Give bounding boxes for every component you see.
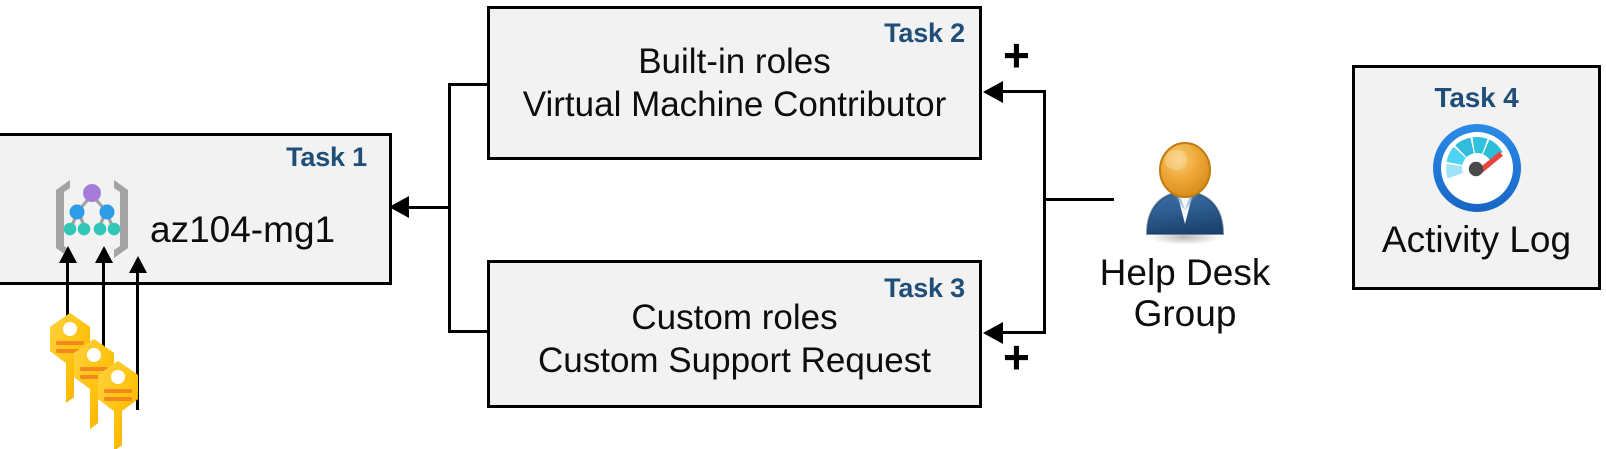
right-bracket-top-line (1003, 90, 1046, 93)
key-arrow-head-2 (95, 246, 113, 263)
right-bracket-spine (1043, 90, 1046, 334)
key-arrow-line-2 (102, 262, 105, 390)
task-2-box[interactable]: Task 2 Built-in roles Virtual Machine Co… (487, 6, 982, 160)
key-arrow-head-3 (129, 256, 147, 273)
task-1-label: az104-mg1 (150, 209, 336, 250)
key-arrow-head-1 (59, 246, 77, 263)
help-desk-line-1: Help Desk (1099, 252, 1271, 293)
task-4-tag: Task 4 (1434, 82, 1519, 113)
task-1-tag: Task 1 (286, 142, 367, 172)
help-desk-group[interactable]: Help Desk Group (1085, 138, 1285, 335)
management-group-icon (56, 180, 128, 258)
plus-sign-top: + (1003, 29, 1030, 81)
task-2-line-2: Virtual Machine Contributor (522, 85, 947, 124)
task-2-line-1: Built-in roles (638, 42, 831, 81)
keys-icon (50, 313, 138, 449)
task-3-line-1: Custom roles (631, 298, 838, 337)
help-desk-group-label: Help Desk Group (1085, 252, 1285, 335)
right-bracket-arrow-head-top (983, 81, 1003, 103)
plus-sign-bottom: + (1003, 331, 1030, 383)
key-arrow-line-3 (136, 272, 139, 410)
task-3-box[interactable]: Task 3 Custom roles Custom Support Reque… (487, 260, 982, 408)
gauge-icon (1432, 124, 1521, 212)
help-desk-line-2: Group (1133, 293, 1237, 335)
left-bracket-arrow-head (389, 196, 409, 218)
gauge-icon-wrap (1429, 120, 1525, 216)
left-bracket-arrow-line (407, 206, 451, 209)
task-2-tag: Task 2 (884, 18, 965, 48)
helpdesk-connector-line (1043, 198, 1114, 201)
task-4-label: Activity Log (1381, 219, 1572, 260)
task-3-tag: Task 3 (884, 273, 965, 303)
right-bracket-arrow-head-bottom (983, 322, 1003, 344)
task-4-box[interactable]: Task 4 (1352, 65, 1601, 290)
left-bracket-top-stub (448, 83, 490, 86)
right-bracket-bottom-line (1003, 331, 1046, 334)
task-3-line-2: Custom Support Request (538, 341, 931, 380)
left-bracket-bottom-stub (448, 330, 490, 333)
user-person-icon (1145, 142, 1225, 245)
